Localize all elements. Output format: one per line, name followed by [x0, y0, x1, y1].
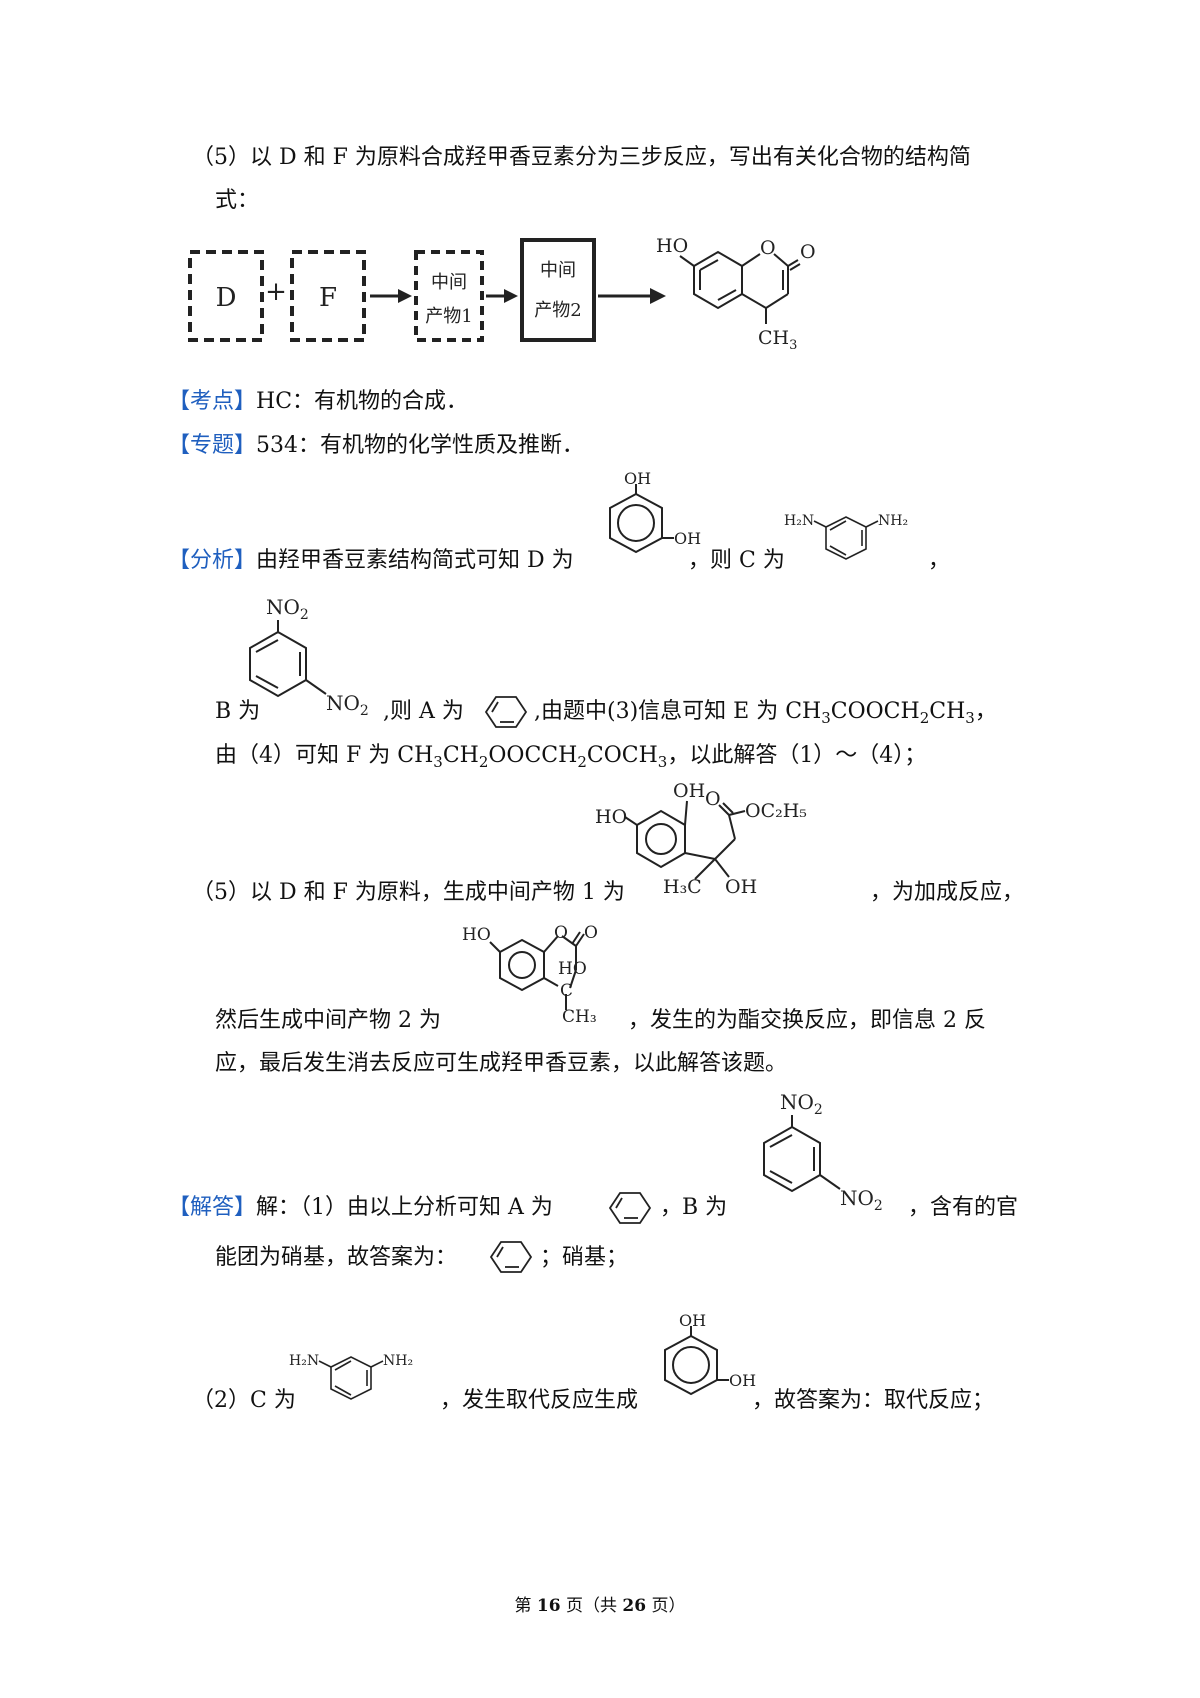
- hydroxymethylcoumarin-structure: [679, 250, 801, 324]
- kaodian-line: 【考点】HC：有机物的合成．: [168, 389, 469, 414]
- svg-text:NO2: NO2: [840, 1186, 883, 1214]
- zhuanti-tag: 【专题】: [168, 433, 257, 458]
- fenxi-then-c: ，则 C 为: [688, 548, 785, 573]
- svg-text:O: O: [760, 237, 776, 259]
- intermediate-1-structure: HO OH O OC₂H₅ H₃C OH: [595, 780, 807, 898]
- m-dinitrobenzene-structure-1: NO2 NO2: [249, 595, 369, 719]
- arrow-3: [650, 288, 666, 304]
- fenxi-q5e: 应，最后发生消去反应可生成羟甲香豆素，以此解答该题。: [215, 1051, 788, 1076]
- svg-text:HO: HO: [462, 925, 491, 945]
- arrow-1: [398, 289, 412, 303]
- box-f: [290, 250, 366, 342]
- fenxi-tag: 【分析】: [168, 548, 257, 573]
- jieda-tag: 【解答】: [168, 1195, 257, 1220]
- jieda-line1-end: ，含有的官: [908, 1195, 1019, 1220]
- zhuanti-line: 【专题】534：有机物的化学性质及推断．: [168, 433, 585, 458]
- arrow-2: [504, 289, 518, 303]
- kaodian-tag: 【考点】: [168, 389, 257, 414]
- fenxi-e-formula: ,由题中(3)信息可知 E 为 CH3COOCH2CH3，: [534, 699, 997, 727]
- jieda-line3-mid: ，发生取代反应生成: [440, 1388, 639, 1413]
- resorcinol-structure-2: OH OH: [664, 1311, 756, 1396]
- box-intermediate-1: [414, 250, 484, 342]
- svg-text:HO: HO: [558, 959, 587, 979]
- fenxi-b-is: B 为: [215, 699, 261, 724]
- svg-text:CH₃: CH₃: [562, 1007, 597, 1027]
- svg-text:NO2: NO2: [266, 595, 309, 623]
- svg-text:OH: OH: [624, 469, 651, 488]
- page-number: 16: [536, 1596, 561, 1616]
- fenxi-line1: 【分析】由羟甲香豆素结构简式可知 D 为: [168, 548, 574, 573]
- box-f-label: F: [319, 283, 337, 313]
- benzene-structure-3: [489, 1241, 533, 1273]
- svg-text:NO2: NO2: [326, 691, 369, 719]
- fenxi-q5c: 然后生成中间产物 2 为: [215, 1008, 441, 1033]
- jieda-line1: 【解答】解：（1）由以上分析可知 A 为: [168, 1195, 553, 1220]
- svg-text:NH₂: NH₂: [383, 1353, 413, 1369]
- jieda-b-is: ，B 为: [660, 1195, 728, 1220]
- svg-text:O: O: [800, 241, 816, 263]
- intermediate-2-structure: HO O O HO C CH₃: [462, 923, 598, 1027]
- page-total: 26: [622, 1596, 647, 1616]
- m-phenylenediamine-structure-2: H₂N NH₂: [289, 1353, 413, 1400]
- fenxi-f-formula: 由（4）可知 F 为 CH3CH2OOCCH2COCH3，以此解答（1）～（4）…: [215, 743, 927, 771]
- jieda-line3-end: ，故答案为：取代反应；: [752, 1388, 995, 1413]
- box-intermediate-2: [520, 238, 596, 342]
- box-d: [188, 250, 264, 342]
- fenxi-q5a: （5）以 D 和 F 为原料，生成中间产物 1 为: [192, 880, 625, 905]
- svg-text:OH: OH: [725, 876, 757, 898]
- resorcinol-structure-1: OH OH: [609, 469, 701, 554]
- svg-text:HO: HO: [595, 806, 627, 828]
- svg-text:HO: HO: [656, 235, 688, 257]
- plus-sign: +: [265, 277, 287, 307]
- svg-text:H₂N: H₂N: [289, 1353, 319, 1369]
- fenxi-q5b: ，为加成反应，: [870, 880, 1025, 905]
- svg-text:OH: OH: [673, 780, 705, 802]
- svg-text:OH: OH: [674, 529, 701, 548]
- synthesis-flow-diagram: D + F 中间 产物1 中间 产物2 HO O O CH3: [188, 235, 816, 353]
- svg-text:H₂N: H₂N: [784, 513, 814, 529]
- svg-text:NH₂: NH₂: [878, 513, 908, 529]
- svg-text:OH: OH: [729, 1371, 756, 1390]
- svg-text:CH3: CH3: [758, 327, 797, 353]
- svg-text:产物2: 产物2: [534, 300, 581, 321]
- fenxi-comma: ，: [928, 548, 951, 573]
- benzene-structure-2: [608, 1192, 652, 1224]
- m-phenylenediamine-structure-1: H₂N NH₂: [784, 513, 908, 560]
- svg-text:中间: 中间: [540, 260, 576, 281]
- box-d-label: D: [216, 283, 237, 313]
- fenxi-a-is: ,则 A 为: [383, 699, 464, 724]
- svg-text:中间: 中间: [431, 272, 467, 293]
- svg-text:O: O: [705, 788, 721, 810]
- q5-line1: （5）以 D 和 F 为原料合成羟甲香豆素分为三步反应，写出有关化合物的结构简: [192, 145, 971, 170]
- q5-line2: 式：: [215, 188, 260, 213]
- svg-text:O: O: [554, 923, 568, 943]
- jieda-line2: 能团为硝基，故答案为：: [215, 1245, 458, 1270]
- svg-text:产物1: 产物1: [425, 306, 472, 327]
- benzene-structure-1: [484, 696, 528, 728]
- m-dinitrobenzene-structure-2: NO2 NO2: [763, 1090, 883, 1214]
- jieda-line2-end: ；硝基；: [540, 1245, 629, 1270]
- svg-text:H₃C: H₃C: [663, 876, 702, 898]
- svg-text:OH: OH: [679, 1311, 706, 1330]
- svg-text:NO2: NO2: [780, 1090, 823, 1118]
- page-footer: 第 16 页（共 26 页）: [514, 1596, 686, 1616]
- svg-text:C: C: [560, 981, 573, 1001]
- svg-text:O: O: [584, 923, 598, 943]
- jieda-line3-start: （2）C 为: [192, 1388, 296, 1413]
- svg-text:OC₂H₅: OC₂H₅: [745, 800, 807, 822]
- fenxi-q5d: ，发生的为酯交换反应，即信息 2 反: [628, 1008, 986, 1033]
